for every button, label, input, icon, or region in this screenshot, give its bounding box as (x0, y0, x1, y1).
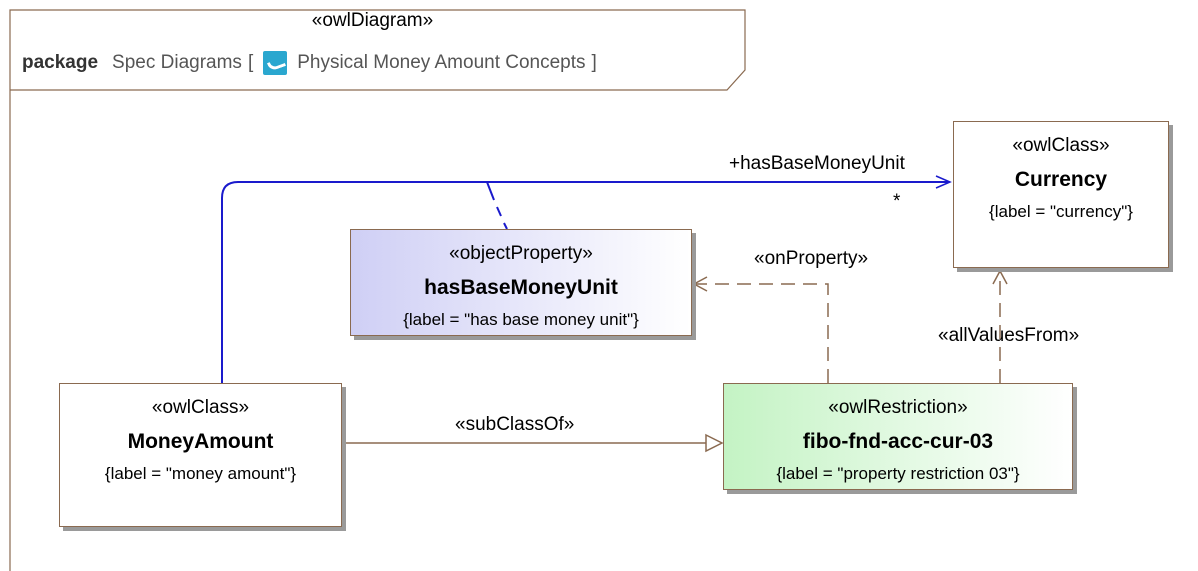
association-label: +hasBaseMoneyUnit (729, 153, 905, 174)
currency-label-tag: {label = "currency"} (989, 202, 1133, 221)
owl-diagram-icon (263, 51, 288, 75)
sub-class-of-arrowhead (705, 433, 724, 453)
association-class-link (486, 181, 508, 230)
all-values-from-arrowhead (992, 269, 1008, 285)
on-property-label: «onProperty» (754, 248, 869, 269)
sub-class-of-label: «subClassOf» (455, 414, 575, 435)
has-base-money-unit-label-tag: {label = "has base money unit"} (403, 310, 639, 329)
restriction-node[interactable]: «owlRestriction» fibo-fnd-acc-cur-03 {la… (723, 383, 1073, 490)
all-values-from-label: «allValuesFrom» (938, 325, 1080, 346)
money-amount-name: MoneyAmount (127, 430, 274, 453)
association-arrowhead (935, 175, 952, 189)
on-property-line[interactable] (695, 283, 829, 383)
diagram-name[interactable]: Physical Money Amount Concepts (297, 52, 586, 73)
has-base-money-unit-name: hasBaseMoneyUnit (424, 276, 618, 299)
association-line[interactable] (221, 181, 948, 383)
on-property-arrowhead (692, 276, 708, 292)
currency-class-node[interactable]: «owlClass» Currency {label = "currency"} (953, 121, 1169, 268)
package-header: «owlDiagram» package Spec Diagrams [ Phy… (0, 0, 745, 90)
restriction-stereotype: «owlRestriction» (828, 397, 968, 418)
package-stereotype: «owlDiagram» (311, 10, 434, 31)
package-name: Spec Diagrams (112, 52, 242, 73)
money-amount-stereotype: «owlClass» (151, 397, 250, 418)
package-keyword: package (22, 52, 99, 73)
has-base-money-unit-property-node[interactable]: «objectProperty» hasBaseMoneyUnit {label… (350, 229, 692, 336)
currency-name: Currency (1014, 168, 1108, 191)
open-bracket: [ (247, 52, 254, 73)
restriction-name: fibo-fnd-acc-cur-03 (802, 430, 994, 453)
restriction-label-tag: {label = "property restriction 03"} (776, 464, 1020, 483)
has-base-money-unit-stereotype: «objectProperty» (449, 243, 593, 264)
money-amount-label-tag: {label = "money amount"} (104, 464, 297, 483)
close-bracket: ] (591, 52, 597, 73)
package-frame (9, 9, 746, 571)
money-amount-class-node[interactable]: «owlClass» MoneyAmount {label = "money a… (59, 383, 342, 527)
currency-stereotype: «owlClass» (1012, 135, 1110, 156)
package-title: package Spec Diagrams [ Physical Money A… (22, 51, 597, 75)
association-multiplicity: * (893, 191, 901, 212)
